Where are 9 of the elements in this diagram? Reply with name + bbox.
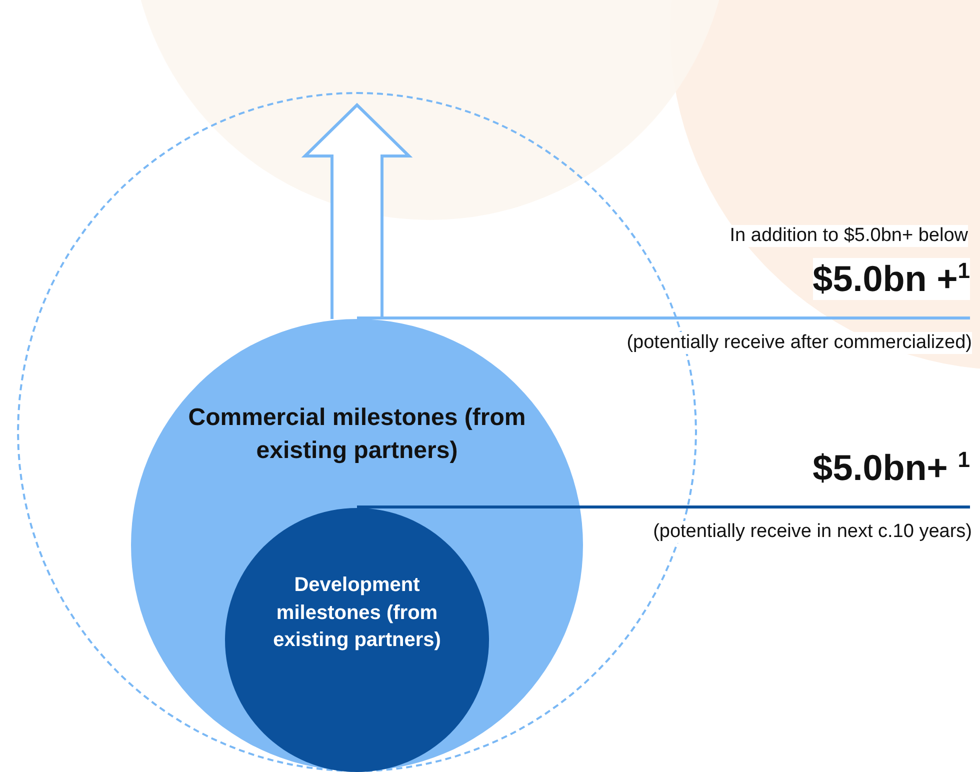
- leader-line: [357, 316, 970, 320]
- amount-text: $5.0bn +$^{1}$: [812, 258, 970, 300]
- note-text: (potentially receive after commercialized): [626, 332, 972, 354]
- leader-line: [357, 506, 970, 508]
- note-text: In addition to $5.0bn+ below: [730, 225, 968, 247]
- note-text: (potentially receive in next c.10 years): [653, 521, 972, 543]
- circle-label: Commercial milestones (from existing partners): [187, 403, 527, 466]
- block-arrow: [301, 102, 413, 320]
- circle-label: Development milestones (from existing partners): [272, 573, 442, 654]
